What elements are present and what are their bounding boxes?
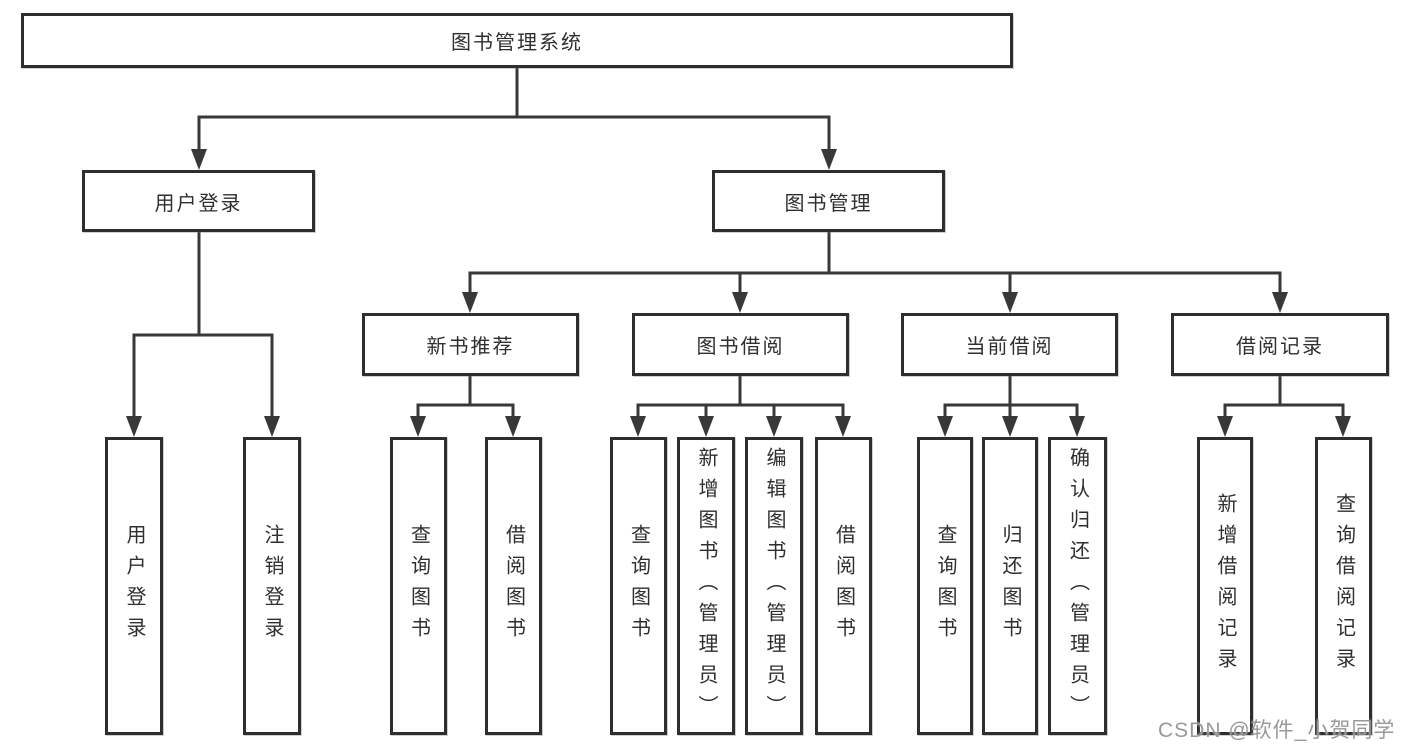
leaf-confirm-return-admin: 确认归还（管理员）: [1048, 437, 1107, 735]
leaf-query-books-borrowing: 查询图书: [610, 437, 667, 735]
leaf-query-books-current: 查询图书: [917, 437, 973, 735]
node-borrowing-records: 借阅记录: [1171, 313, 1389, 376]
node-label: 注销登录: [261, 524, 283, 648]
node-system-root: 图书管理系统: [21, 13, 1013, 68]
leaf-add-books-admin: 新增图书（管理员）: [677, 437, 735, 735]
node-label: 查询图书: [934, 524, 956, 648]
node-label: 查询图书: [407, 524, 430, 648]
node-label: 借阅图书: [832, 524, 855, 648]
node-user-login: 用户登录: [82, 170, 315, 232]
node-label: 新增借阅记录: [1214, 493, 1236, 679]
leaf-edit-books-admin: 编辑图书（管理员）: [745, 437, 803, 735]
node-label: 查询图书: [627, 524, 650, 648]
node-label: 借阅图书: [502, 524, 525, 648]
node-label: 新增图书（管理员）: [695, 446, 717, 726]
node-label: 编辑图书（管理员）: [763, 446, 785, 726]
node-label: 借阅记录: [1236, 336, 1324, 358]
leaf-query-books-recommend: 查询图书: [390, 437, 447, 735]
leaf-borrow-books-recommend: 借阅图书: [485, 437, 542, 735]
node-current-borrowing: 当前借阅: [901, 313, 1118, 376]
node-label: 归还图书: [999, 524, 1021, 648]
node-book-management: 图书管理: [712, 170, 945, 232]
node-label: 新书推荐: [426, 336, 515, 358]
leaf-return-books: 归还图书: [982, 437, 1038, 735]
leaf-borrow-books: 借阅图书: [815, 437, 872, 735]
leaf-logout: 注销登录: [243, 437, 301, 735]
node-label: 用户登录: [154, 192, 243, 215]
csdn-watermark: CSDN @软件_小贺同学: [1158, 719, 1396, 742]
node-label: 用户登录: [123, 524, 145, 648]
leaf-user-login: 用户登录: [105, 437, 163, 735]
node-label: 图书借阅: [696, 336, 785, 358]
node-new-book-recommendation: 新书推荐: [362, 313, 579, 376]
leaf-query-borrow-record: 查询借阅记录: [1315, 437, 1372, 735]
node-book-borrowing: 图书借阅: [632, 313, 849, 376]
node-label: 图书管理: [784, 192, 873, 215]
node-label: 确认归还（管理员）: [1066, 446, 1089, 726]
leaf-add-borrow-record: 新增借阅记录: [1197, 437, 1253, 735]
node-label: 查询借阅记录: [1332, 493, 1355, 679]
node-label: 图书管理系统: [451, 32, 583, 54]
node-label: 当前借阅: [965, 336, 1054, 358]
